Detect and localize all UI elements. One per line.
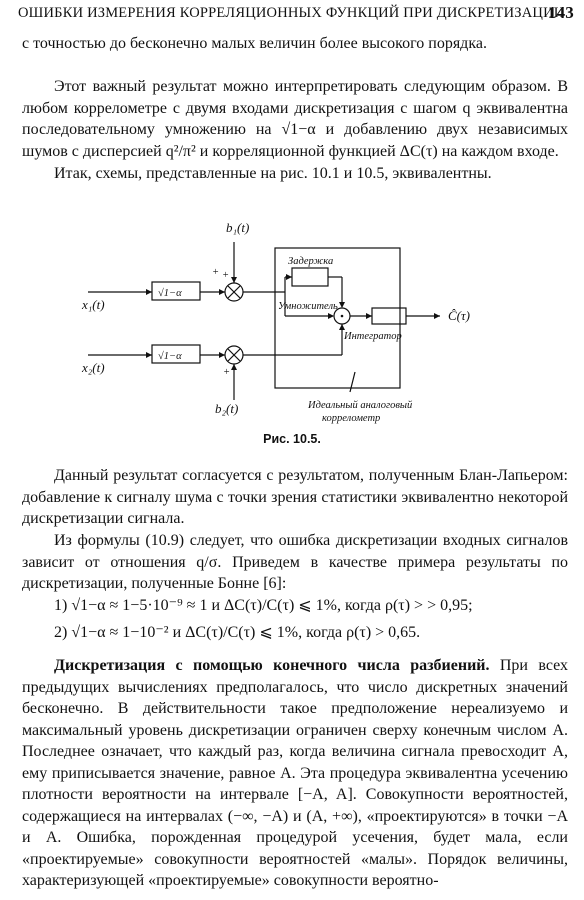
label-gain2: √1−α [158,350,182,362]
label-delay: Задержка [288,256,333,267]
label-x2: x₂(t) [81,360,105,375]
paragraph-8: Дискретизация с помощью конечного числа … [22,655,568,892]
paragraph-7: 2) √1−α ≈ 1−10⁻² и ΔC(τ)/C(τ) ⩽ 1%, когд… [54,624,421,641]
label-ideal-line2: коррелометр [322,413,380,424]
label-x1: x₁(t) [81,297,105,312]
paragraph-6: 1) √1−α ≈ 1−5·10⁻⁹ ≈ 1 и ΔC(τ)/C(τ) ⩽ 1%… [54,597,473,614]
figure-10-5: b₁(t) b₂(t) x₁(t) x₂(t) √1−α √1−α + + + … [81,220,470,424]
page-number: 143 [547,4,574,22]
label-multiplier: Умножитель [278,301,338,312]
label-b1: b₁(t) [226,220,249,235]
section-heading: Дискретизация с помощью конечного числа … [54,657,490,674]
paragraph-1: с точностью до бесконечно малых величин … [22,35,487,52]
plus-sign-1: + [212,267,219,278]
running-header: ОШИБКИ ИЗМЕРЕНИЯ КОРРЕЛЯЦИОННЫХ ФУНКЦИЙ … [18,4,574,26]
paragraph-8-body: При всех предыдущих вычислениях предпола… [22,657,568,889]
figure-caption: Рис. 10.5. [263,432,321,446]
label-gain1: √1−α [158,287,182,299]
paragraph-2: Этот важный результат можно интерпретиро… [22,78,568,160]
paragraph-3: Итак, схемы, представленные на рис. 10.1… [54,165,492,182]
label-output: Ĉ(τ) [448,308,470,323]
label-ideal-line1: Идеальный аналоговый [307,400,413,411]
paragraph-5: Из формулы (10.9) следует, что ошибка ди… [22,532,568,592]
plus-sign-2: + [222,270,229,281]
paragraph-4: Данный результат согласуется с результат… [22,467,568,527]
plus-sign-3: + [223,367,230,378]
running-title: ОШИБКИ ИЗМЕРЕНИЯ КОРРЕЛЯЦИОННЫХ ФУНКЦИЙ … [18,5,565,21]
label-integrator: Интегратор [343,331,402,342]
label-b2: b₂(t) [215,401,238,416]
